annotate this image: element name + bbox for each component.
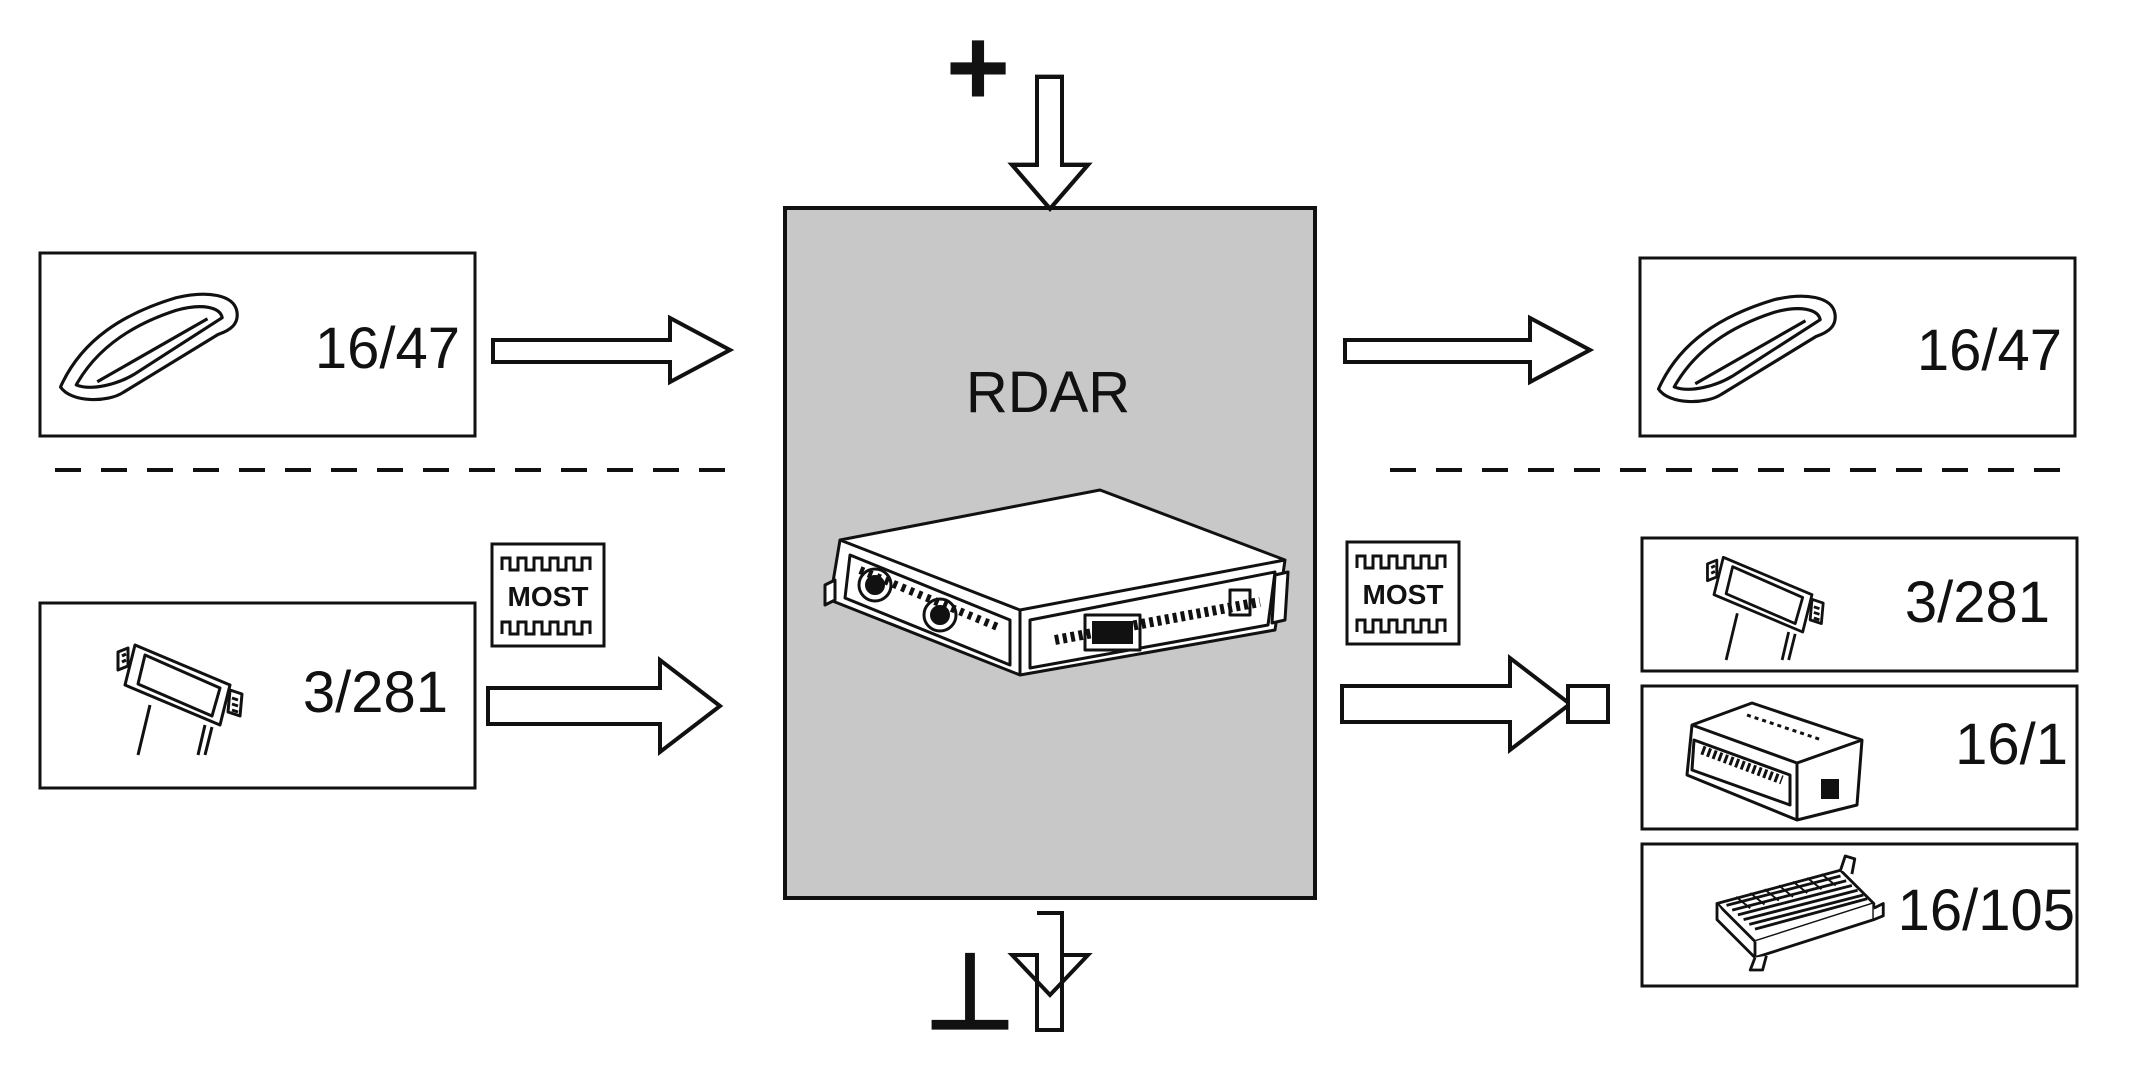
left-most-arrow-shaft-extension <box>722 688 752 724</box>
right-amplifier-label: 16/105 <box>1898 878 2075 943</box>
right-display-label: 3/281 <box>1905 570 2050 635</box>
right-radio-label: 16/1 <box>1955 712 2068 777</box>
ground-output-arrow <box>1007 911 1093 1032</box>
left-antenna-arrow <box>491 314 735 386</box>
right-antenna-arrow <box>1343 314 1595 386</box>
right-antenna-label: 16/47 <box>1917 318 2062 383</box>
right-most-badge: MOST <box>1345 540 1461 646</box>
right-radio-component: 16/1 <box>1640 684 2079 831</box>
left-most-label: MOST <box>508 581 589 612</box>
left-most-arrow <box>486 655 724 757</box>
left-display-component: 3/281 <box>38 601 477 790</box>
power-supply: + <box>946 6 1093 212</box>
right-display-component: 3/281 <box>1640 536 2079 673</box>
left-antenna-label: 16/47 <box>315 316 460 381</box>
power-symbol: + <box>946 6 1010 129</box>
right-most-arrow <box>1340 653 1574 755</box>
rdar-module: RDAR <box>783 206 1317 900</box>
right-amplifier-component: 16/105 <box>1640 842 2079 988</box>
right-antenna-component: 16/47 <box>1638 256 2077 438</box>
left-most-badge: MOST <box>490 542 606 648</box>
ground-symbol: ⊥ <box>924 934 1015 1051</box>
power-input-arrow <box>1007 74 1093 212</box>
rdar-module-label: RDAR <box>966 360 1130 425</box>
right-most-label: MOST <box>1363 579 1444 610</box>
left-display-box <box>38 601 477 790</box>
left-antenna-component: 16/47 <box>38 251 477 438</box>
ground-connection: ⊥ <box>924 911 1093 1051</box>
left-display-label: 3/281 <box>303 660 448 725</box>
right-most-arrow-shaft <box>1566 684 1610 724</box>
